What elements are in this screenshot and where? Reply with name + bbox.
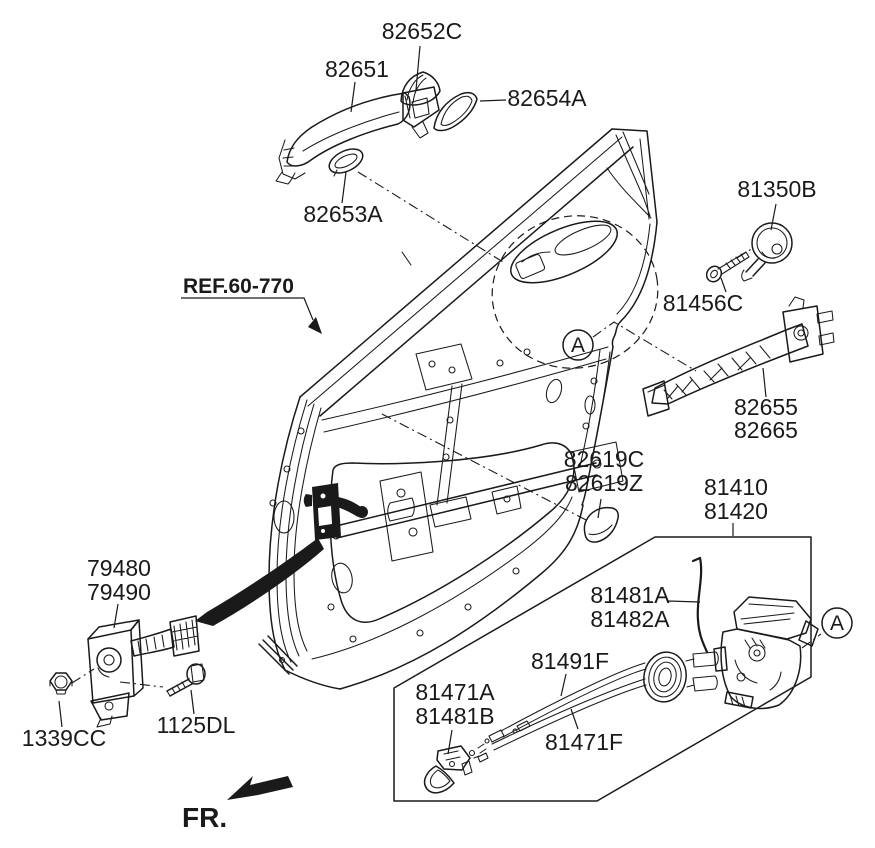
part-81350B-lock-housing	[741, 222, 793, 282]
detail-marker-a-upper-label: A	[571, 334, 585, 357]
latch-kit-box	[393, 536, 819, 802]
part-label-81481a-line2: 81482A	[590, 606, 670, 632]
ref-callout-label: REF.60-770	[183, 275, 294, 298]
detail-marker-a-upper: A	[562, 329, 594, 361]
detail-bubble-outline	[491, 215, 659, 369]
part-81456C-screw	[705, 251, 750, 283]
part-82653A-handle-pad	[328, 148, 364, 177]
part-label-81471a-line2: 81481B	[415, 703, 494, 729]
ref-callout-pointer	[181, 297, 322, 334]
part-number-labels: 82652C 82651 82654A 82653A 81350B 81456C…	[22, 18, 817, 833]
part-label-82619-line2: 82619Z	[565, 470, 643, 496]
part-label-79480-line1: 79480	[87, 555, 151, 581]
part-label-82654a: 82654A	[507, 85, 587, 111]
detail-marker-a-lower-label: A	[830, 612, 844, 635]
part-label-82651: 82651	[325, 56, 389, 82]
part-82654A-handle-gasket	[433, 91, 478, 132]
part-label-81410-line2: 81420	[704, 498, 768, 524]
part-81471A-inside-handle-base	[423, 745, 480, 794]
fr-direction-arrow-icon	[227, 776, 293, 800]
part-label-81471a-line1: 81471A	[415, 679, 495, 705]
part-1125DL-bolt	[166, 663, 206, 697]
detail-marker-a-lower: A	[821, 607, 853, 639]
part-82651-outside-handle	[275, 86, 440, 185]
part-82652C-handle-cover	[400, 71, 441, 106]
door-handle-recess	[510, 220, 618, 284]
part-79480-door-checker	[87, 615, 200, 728]
part-82655-handle-base	[642, 296, 835, 417]
part-label-81481a-line1: 81481A	[590, 582, 670, 608]
part-label-82619-line1: 82619C	[564, 446, 645, 472]
part-label-81456c: 81456C	[663, 290, 744, 316]
part-label-1339cc: 1339CC	[22, 725, 106, 751]
part-label-82655-line1: 82655	[734, 394, 798, 420]
part-label-79480-line2: 79490	[87, 579, 151, 605]
rear-door-panel-illustration	[195, 128, 659, 690]
part-81410-door-latch	[713, 596, 819, 710]
leader-lines	[58, 45, 777, 755]
dash-dot-lines	[71, 171, 822, 688]
part-82619-pad	[583, 506, 619, 543]
part-label-81410-line1: 81410	[704, 474, 768, 500]
fr-indicator-label: FR.	[182, 802, 227, 833]
door-checker-mounted-black	[303, 483, 368, 540]
part-label-81471f: 81471F	[545, 729, 623, 755]
part-1339CC-nut	[49, 672, 73, 695]
part-label-82653a: 82653A	[303, 201, 383, 227]
part-label-1125dl: 1125DL	[157, 712, 236, 738]
part-label-82652c: 82652C	[382, 18, 463, 44]
part-label-82655-line2: 82665	[734, 417, 798, 443]
part-label-81350b: 81350B	[737, 176, 816, 202]
part-label-81491f: 81491F	[531, 648, 609, 674]
part-81491F-81471F-cables	[461, 651, 719, 776]
part-81481A-lock-rod	[691, 556, 709, 654]
pointer-sweep	[195, 538, 324, 626]
